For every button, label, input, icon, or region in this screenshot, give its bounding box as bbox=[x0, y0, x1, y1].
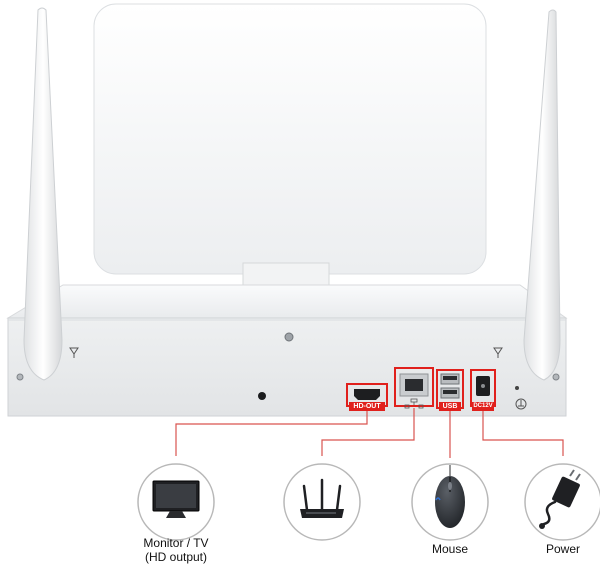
dc-port-label: DC12V bbox=[473, 403, 493, 409]
ground-symbol-icon bbox=[515, 398, 527, 410]
usb-port-label: USB bbox=[442, 403, 458, 410]
lan-port bbox=[394, 367, 434, 409]
nvr-top-surface bbox=[6, 284, 568, 319]
power-circle bbox=[524, 463, 600, 541]
antenna-symbol-icon bbox=[69, 347, 503, 358]
reset-hole bbox=[258, 392, 266, 400]
left-antenna bbox=[23, 7, 63, 381]
right-antenna bbox=[523, 9, 561, 381]
monitor-circle bbox=[137, 463, 215, 541]
network-symbol-icon bbox=[404, 398, 424, 409]
mouse-circle bbox=[411, 463, 489, 541]
router-circle bbox=[283, 463, 361, 541]
power-adapter-icon bbox=[539, 469, 581, 529]
screw-left bbox=[16, 373, 24, 381]
screw-top bbox=[284, 332, 294, 342]
mouse-icon bbox=[435, 465, 465, 528]
monitor-caption: Monitor / TV (HD output) bbox=[143, 536, 209, 564]
dc-power-jack bbox=[470, 369, 496, 411]
mouse-caption: Mouse bbox=[431, 542, 469, 556]
hdmi-port bbox=[346, 383, 388, 411]
display-panel bbox=[93, 3, 487, 294]
connector-lines bbox=[175, 408, 564, 458]
nvr-rear-panel bbox=[7, 317, 567, 417]
usb-ports bbox=[436, 369, 464, 411]
screw-right bbox=[552, 373, 560, 381]
monitor-icon bbox=[152, 480, 200, 518]
power-caption: Power bbox=[545, 542, 580, 556]
router-icon bbox=[300, 478, 344, 518]
led-dot bbox=[515, 386, 519, 390]
hdmi-port-label: HD-OUT bbox=[353, 403, 381, 410]
